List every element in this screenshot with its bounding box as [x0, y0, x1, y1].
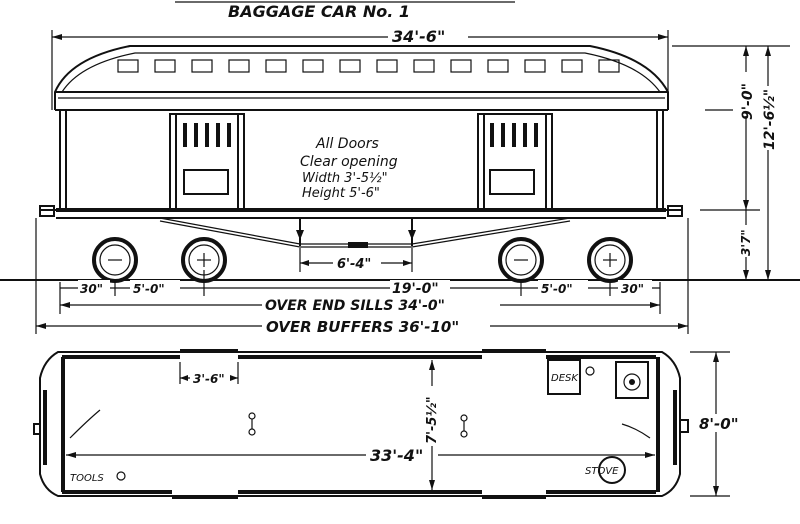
buffers-dimension: OVER BUFFERS 36'-10" [35, 218, 689, 336]
height-dimensions: 9'-0" 12'-6½" 3'7" [672, 45, 790, 281]
outside-width-label: 8'-0" [699, 415, 739, 433]
car-floor-plan [33, 349, 689, 499]
turnbuckle [348, 242, 368, 248]
truss-span-label: 6'-4" [337, 257, 371, 272]
end-left-label: 30" [80, 282, 103, 296]
svg-text:Height 5'-6": Height 5'-6" [302, 186, 380, 201]
wheelbase-right-label: 5'-0" [541, 282, 573, 296]
plan-door-dimension: 3'-6" [179, 362, 239, 386]
height-total-label: 12'-6½" [762, 89, 778, 150]
truck-centers-label: 19'-0" [392, 281, 439, 297]
car-elevation: All Doors Clear opening Width 3'-5½" Hei… [39, 45, 683, 283]
clerestory-windows [117, 59, 620, 73]
tools-locker: TOOLS [70, 471, 126, 484]
desk: DESK [547, 359, 595, 395]
end-sills-dimension: OVER END SILLS 34'-0" [59, 296, 661, 314]
left-door-swing [69, 409, 101, 439]
door-note: All Doors Clear opening Width 3'-5½" Hei… [300, 136, 398, 201]
drawing-title: BAGGAGE CAR No. 1 [228, 2, 410, 21]
buffers-label: OVER BUFFERS 36'-10" [266, 318, 459, 336]
washstand [615, 361, 649, 399]
height-roof-label: 9'-0" [740, 83, 756, 120]
truss-span-dimension: 6'-4" [299, 248, 413, 272]
desk-label: DESK [551, 373, 579, 384]
wheel-spacing-dimensions: 30" 5'-0" 19'-0" 5'-0" 30" [59, 270, 661, 297]
height-sill-label: 3'7" [739, 229, 753, 256]
right-baggage-door [477, 113, 553, 211]
roof-outline [54, 45, 669, 110]
inside-length-dimension: 33'-4" [66, 446, 655, 465]
svg-text:All Doors: All Doors [315, 136, 379, 152]
inside-width-label: 7'-5½" [425, 396, 440, 444]
right-door-swing [621, 423, 651, 439]
inside-width-dimension: 7'-5½" [422, 360, 442, 490]
overall-length-dimension: 34'-6" [51, 27, 669, 110]
stove: STOVE [585, 456, 626, 484]
left-buffer [39, 205, 55, 217]
svg-text:Width 3'-5½": Width 3'-5½" [302, 171, 388, 186]
overall-length-label: 34'-6" [392, 27, 445, 46]
end-right-label: 30" [621, 282, 644, 296]
stove-label: STOVE [585, 466, 619, 477]
svg-text:Clear opening: Clear opening [300, 154, 398, 170]
inside-length-label: 33'-4" [370, 446, 423, 465]
tools-label: TOOLS [70, 473, 104, 484]
plan-door-width-label: 3'-6" [193, 372, 225, 386]
plan-outline [39, 351, 681, 497]
truss-rods [159, 217, 571, 248]
right-buffer [667, 205, 683, 217]
left-baggage-door [169, 113, 245, 211]
end-sills-label: OVER END SILLS 34'-0" [265, 298, 445, 314]
wheelbase-left-label: 5'-0" [133, 282, 165, 296]
outside-width-dimension: 8'-0" [690, 351, 739, 497]
